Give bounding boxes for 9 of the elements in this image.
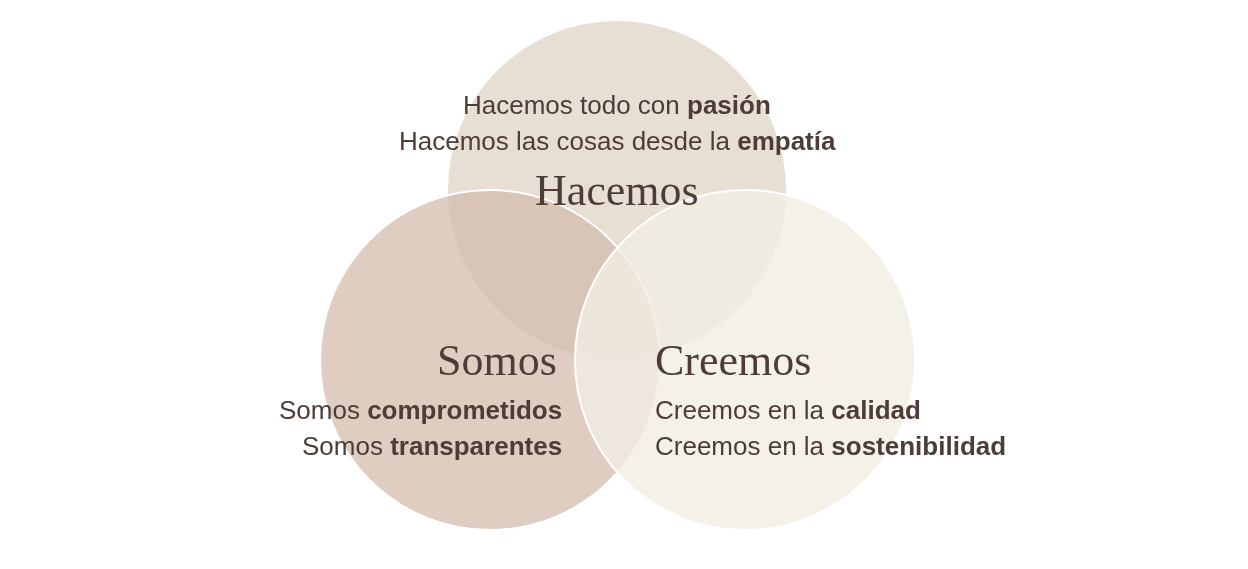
circle-heading: Somos — [437, 336, 557, 386]
statement-text: Creemos en la sostenibilidad — [655, 431, 1007, 461]
statement-text: Somos transparentes — [302, 431, 563, 461]
statement-text: Hacemos todo con pasión — [463, 90, 771, 120]
statement-text: Hacemos las cosas desde la empatía — [399, 126, 836, 156]
circle-heading: Creemos — [655, 336, 812, 386]
statement-text: Somos comprometidos — [279, 395, 563, 425]
circle-heading: Hacemos — [535, 166, 699, 216]
statement-text: Creemos en la calidad — [655, 395, 921, 425]
